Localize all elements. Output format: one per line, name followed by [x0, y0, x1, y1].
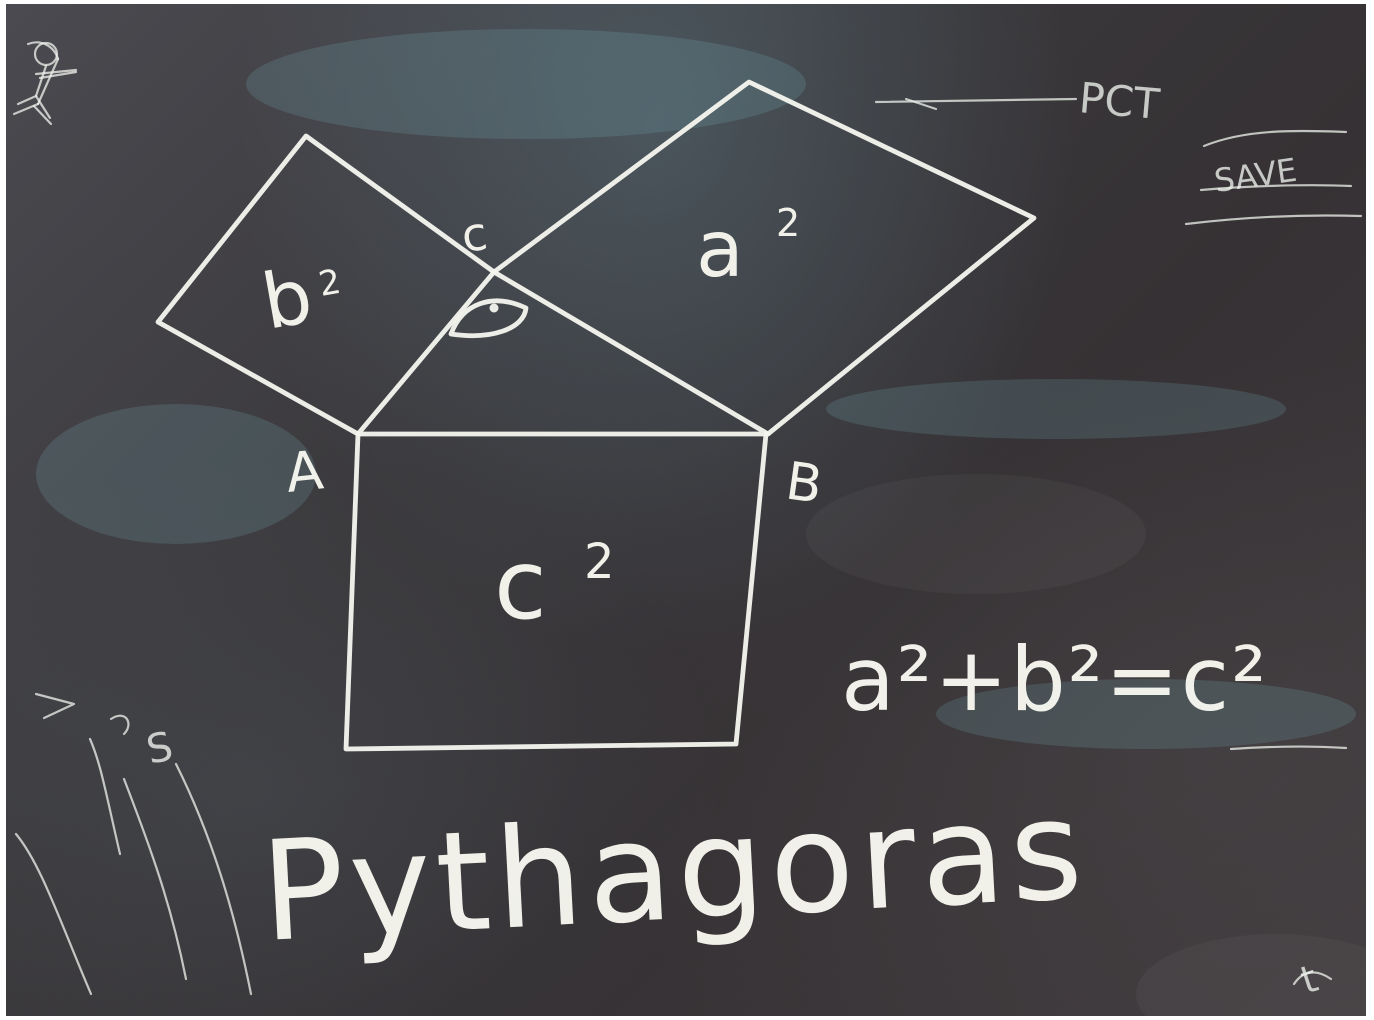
b-squared-exponent: 2 [316, 262, 344, 305]
chalkboard-photo: A B c b 2 a 2 c 2 a²+b²=c² Pythagoras PC… [6, 4, 1366, 1016]
c-squared-exponent: 2 [584, 534, 615, 590]
note-s: S [143, 724, 177, 774]
square-c [343, 431, 769, 752]
a-squared-base: a [696, 205, 744, 295]
square-a [491, 79, 1037, 437]
pythagoras-caption: Pythagoras [257, 769, 1091, 973]
vertex-labels: A B c [283, 206, 826, 516]
b-squared-base: b [256, 251, 319, 347]
right-angle-mark [448, 298, 529, 339]
board-notes: PCT SAVE S t [143, 73, 1323, 1002]
vertex-b-label: B [782, 451, 826, 515]
pythagorean-equation: a²+b²=c² [841, 628, 1268, 731]
note-save: SAVE [1212, 151, 1299, 200]
square-b [155, 133, 497, 437]
c-squared-base: c [494, 529, 547, 641]
chalk-smudges [36, 29, 1366, 1016]
vertex-c-label: c [458, 206, 491, 263]
chalkboard-drawing: A B c b 2 a 2 c 2 a²+b²=c² Pythagoras PC… [12, 29, 1366, 1016]
stick-figure-icon [16, 41, 78, 120]
background-doodles [12, 41, 1363, 996]
right-angle-dot [489, 303, 499, 313]
square-labels: b 2 a 2 c 2 [256, 201, 801, 641]
triangle [355, 269, 771, 437]
a-squared-exponent: 2 [776, 201, 800, 245]
pythagoras-diagram [155, 79, 1037, 752]
vertex-a-label: A [283, 438, 326, 505]
note-pct: PCT [1077, 73, 1162, 129]
